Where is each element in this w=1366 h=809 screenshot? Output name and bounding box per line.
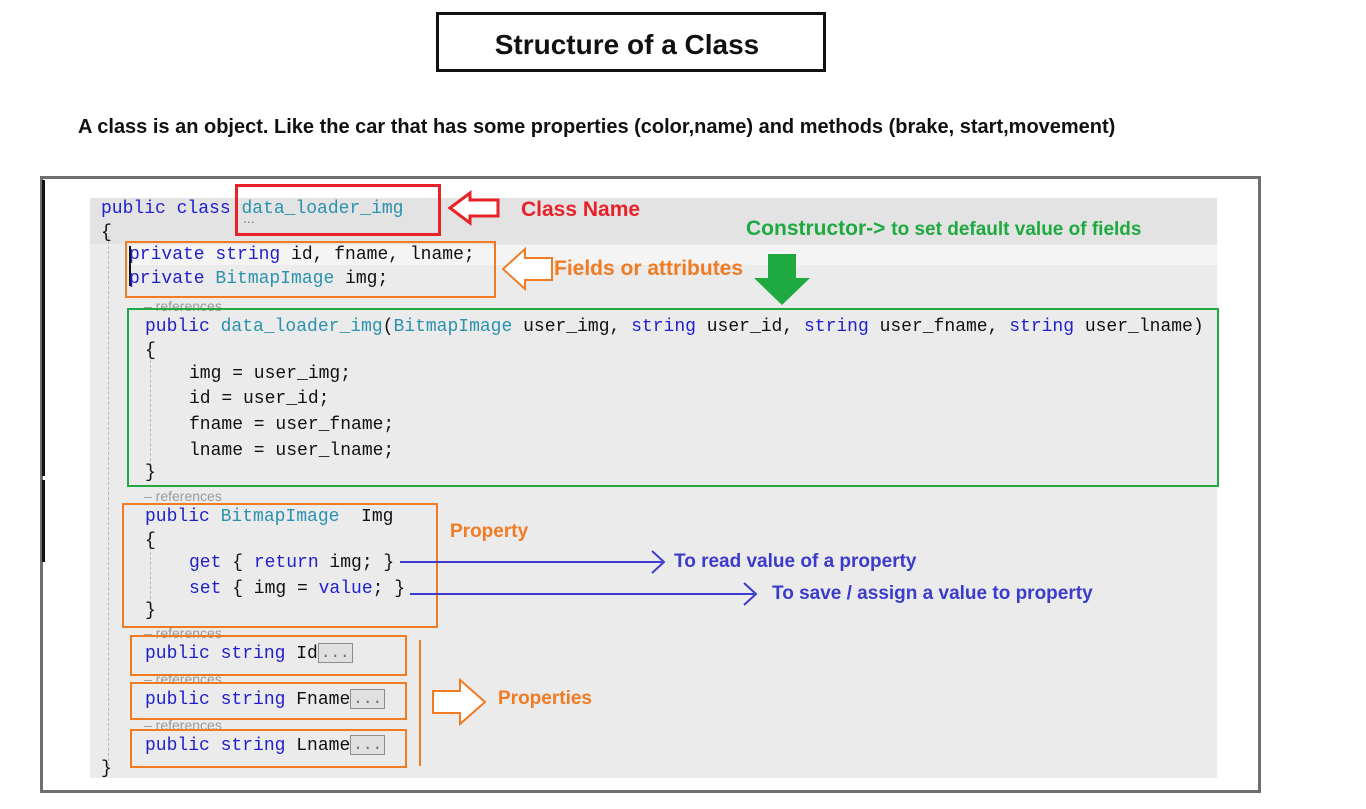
property-fname-box xyxy=(130,682,407,720)
properties-arrow xyxy=(432,677,487,727)
code-line-prop-open: { xyxy=(145,531,156,551)
code-line-close-brace: } xyxy=(101,759,112,779)
title-box: Structure of a Class xyxy=(436,12,826,72)
code-line-ctor-body-1: img = user_img; xyxy=(189,364,352,384)
getter-arrow-head xyxy=(651,550,666,574)
collapsed-code-button[interactable]: ... xyxy=(350,689,386,710)
collapsed-code-button[interactable]: ... xyxy=(317,643,353,664)
property-id-box xyxy=(130,635,407,676)
property-highlight-box xyxy=(122,503,438,628)
frame-edge-lower xyxy=(42,480,45,562)
text-caret xyxy=(129,246,131,286)
keyword: public class xyxy=(101,199,242,219)
code-editor xyxy=(90,198,1217,778)
setter-arrow-head xyxy=(743,582,758,606)
class-name-highlight-box xyxy=(235,184,441,236)
references-label: – references xyxy=(144,625,222,641)
constructor-label: Constructor-> to set default value of fi… xyxy=(746,217,1142,240)
indent-guide-outer xyxy=(108,236,109,766)
code-line-ctor-close: } xyxy=(145,463,156,483)
code-line-getter: get { return img; } xyxy=(189,553,395,573)
frame-edge xyxy=(42,180,45,476)
subtitle: A class is an object. Like the car that … xyxy=(78,116,1116,138)
indent-guide-ctor xyxy=(150,350,151,466)
code-line-field-1: private string id, fname, lname; xyxy=(129,245,475,265)
code-line-setter: set { img = value; } xyxy=(189,579,406,599)
getter-description: To read value of a property xyxy=(674,551,917,572)
setter-description: To save / assign a value to property xyxy=(772,583,1093,604)
code-line-ctor-open: { xyxy=(145,341,156,361)
properties-bracket-line xyxy=(419,640,421,766)
class-name-arrow xyxy=(447,190,500,226)
fields-highlight-box xyxy=(125,241,496,298)
property-lname-box xyxy=(130,729,407,768)
constructor-highlight-box xyxy=(127,308,1219,487)
code-line-ctor-body-3: fname = user_fname; xyxy=(189,415,395,435)
indent-guide-prop xyxy=(150,542,151,604)
page-title: Structure of a Class xyxy=(494,29,760,60)
class-name-label: Class Name xyxy=(521,198,641,221)
code-line-property-id: public string Id... xyxy=(145,643,353,665)
code-line-property-decl: public BitmapImage Img xyxy=(145,507,394,527)
properties-label: Properties xyxy=(498,688,592,709)
fields-label: Fields or attributes xyxy=(554,257,744,280)
class-name-token: data_loader_img xyxy=(241,199,404,219)
current-line-highlight xyxy=(128,245,1217,265)
code-line-ctor-body-4: lname = user_lname; xyxy=(189,441,395,461)
code-line-property-lname: public string Lname... xyxy=(145,735,386,757)
collapsed-code-button[interactable]: ... xyxy=(350,735,386,756)
code-line-class-decl: public class data_loader_img xyxy=(101,198,403,220)
code-line-field-2: private BitmapImage img; xyxy=(129,269,389,289)
constructor-down-arrow xyxy=(754,254,810,305)
code-line-property-fname: public string Fname... xyxy=(145,689,386,711)
property-label: Property xyxy=(450,521,529,542)
fields-arrow xyxy=(501,246,553,292)
code-header-band xyxy=(90,198,1217,244)
collapsed-marker: ... xyxy=(243,210,255,226)
code-line-ctor-body-2: id = user_id; xyxy=(189,389,330,409)
references-label: – references xyxy=(144,298,222,314)
code-line-open-brace: { xyxy=(101,223,112,243)
code-line-prop-close: } xyxy=(145,601,156,621)
code-line-constructor: public data_loader_img(BitmapImage user_… xyxy=(145,317,1204,337)
references-label: – references xyxy=(144,488,222,504)
